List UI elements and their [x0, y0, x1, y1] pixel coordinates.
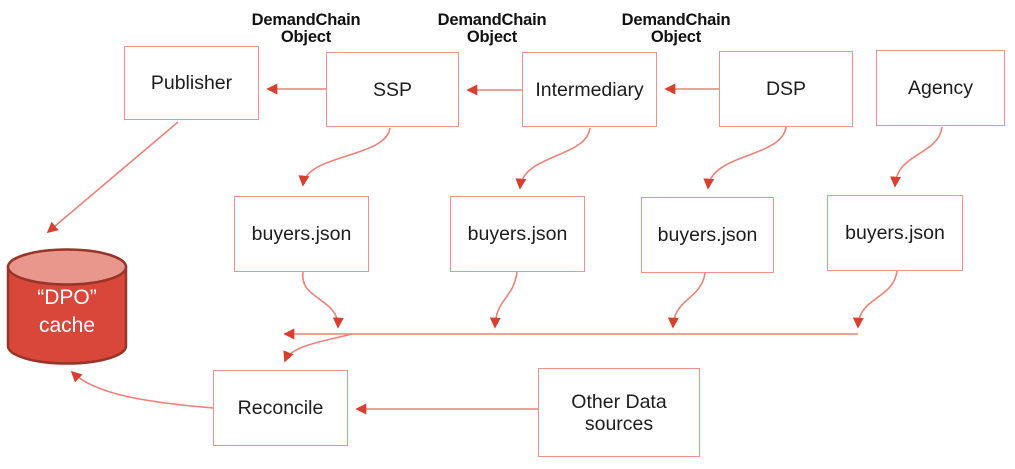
arrow-publisher-to-dpo-cache [46, 121, 179, 234]
node-buyers-json-agency-label: buyers.json [845, 222, 945, 244]
dpo-cache-cylinder [6, 248, 128, 365]
demandchain-object-label-3: DemandChain Object [621, 11, 731, 46]
node-ssp-label: SSP [372, 78, 413, 101]
arrow-buyers-json-ssp-to-collector [302, 271, 344, 329]
node-agency: Agency [876, 50, 1005, 126]
arrow-intermediary-to-buyers-json [515, 127, 591, 190]
arrow-agency-to-buyers-json [890, 126, 943, 188]
node-dsp-label: DSP [765, 78, 807, 100]
arrow-dsp-to-buyers-json [703, 126, 787, 190]
dpo-cache-label-line2: cache [38, 314, 96, 337]
node-buyers-json-ssp: buyers.json [234, 196, 369, 272]
node-buyers-json-intermediary-label: buyers.json [467, 223, 568, 245]
demandchain-object-label-2: DemandChain Object [437, 11, 547, 46]
arrow-reconcile-to-dpo-cache [70, 370, 214, 409]
node-buyers-json-agency: buyers.json [827, 195, 963, 271]
arrow-ssp-to-buyers-json [298, 127, 391, 187]
node-reconcile: Reconcile [213, 370, 348, 446]
node-ssp: SSP [326, 52, 459, 127]
arrow-buyers-json-agency-to-collector [852, 270, 898, 329]
node-buyers-json-ssp-label: buyers.json [251, 223, 352, 245]
dpo-cache-label: “DPO” cache [12, 284, 122, 340]
node-publisher-label: Publisher [150, 72, 233, 94]
arrow-collector-to-reconcile [283, 333, 353, 363]
node-buyers-json-dsp: buyers.json [641, 197, 774, 273]
node-other-data-sources: Other Data sources [538, 368, 700, 457]
dpo-cache-label-line1: “DPO” [37, 286, 97, 309]
demandchain-object-label-1: DemandChain Object [251, 11, 361, 46]
dpo-cache-cylinder-top [6, 248, 128, 286]
node-publisher: Publisher [124, 46, 259, 120]
arrow-buyers-json-intermediary-to-collector [489, 271, 518, 329]
arrow-buyers-json-dsp-to-collector [667, 272, 706, 329]
node-reconcile-label: Reconcile [237, 397, 324, 419]
node-intermediary: Intermediary [522, 52, 657, 127]
node-dsp: DSP [719, 51, 853, 127]
node-buyers-json-intermediary: buyers.json [450, 196, 585, 272]
dpo-cache-cylinder-body [6, 265, 128, 365]
node-agency-label: Agency [907, 77, 974, 99]
node-other-data-sources-label: Other Data sources [571, 390, 667, 435]
node-intermediary-label: Intermediary [535, 78, 644, 101]
node-buyers-json-dsp-label: buyers.json [657, 224, 758, 246]
